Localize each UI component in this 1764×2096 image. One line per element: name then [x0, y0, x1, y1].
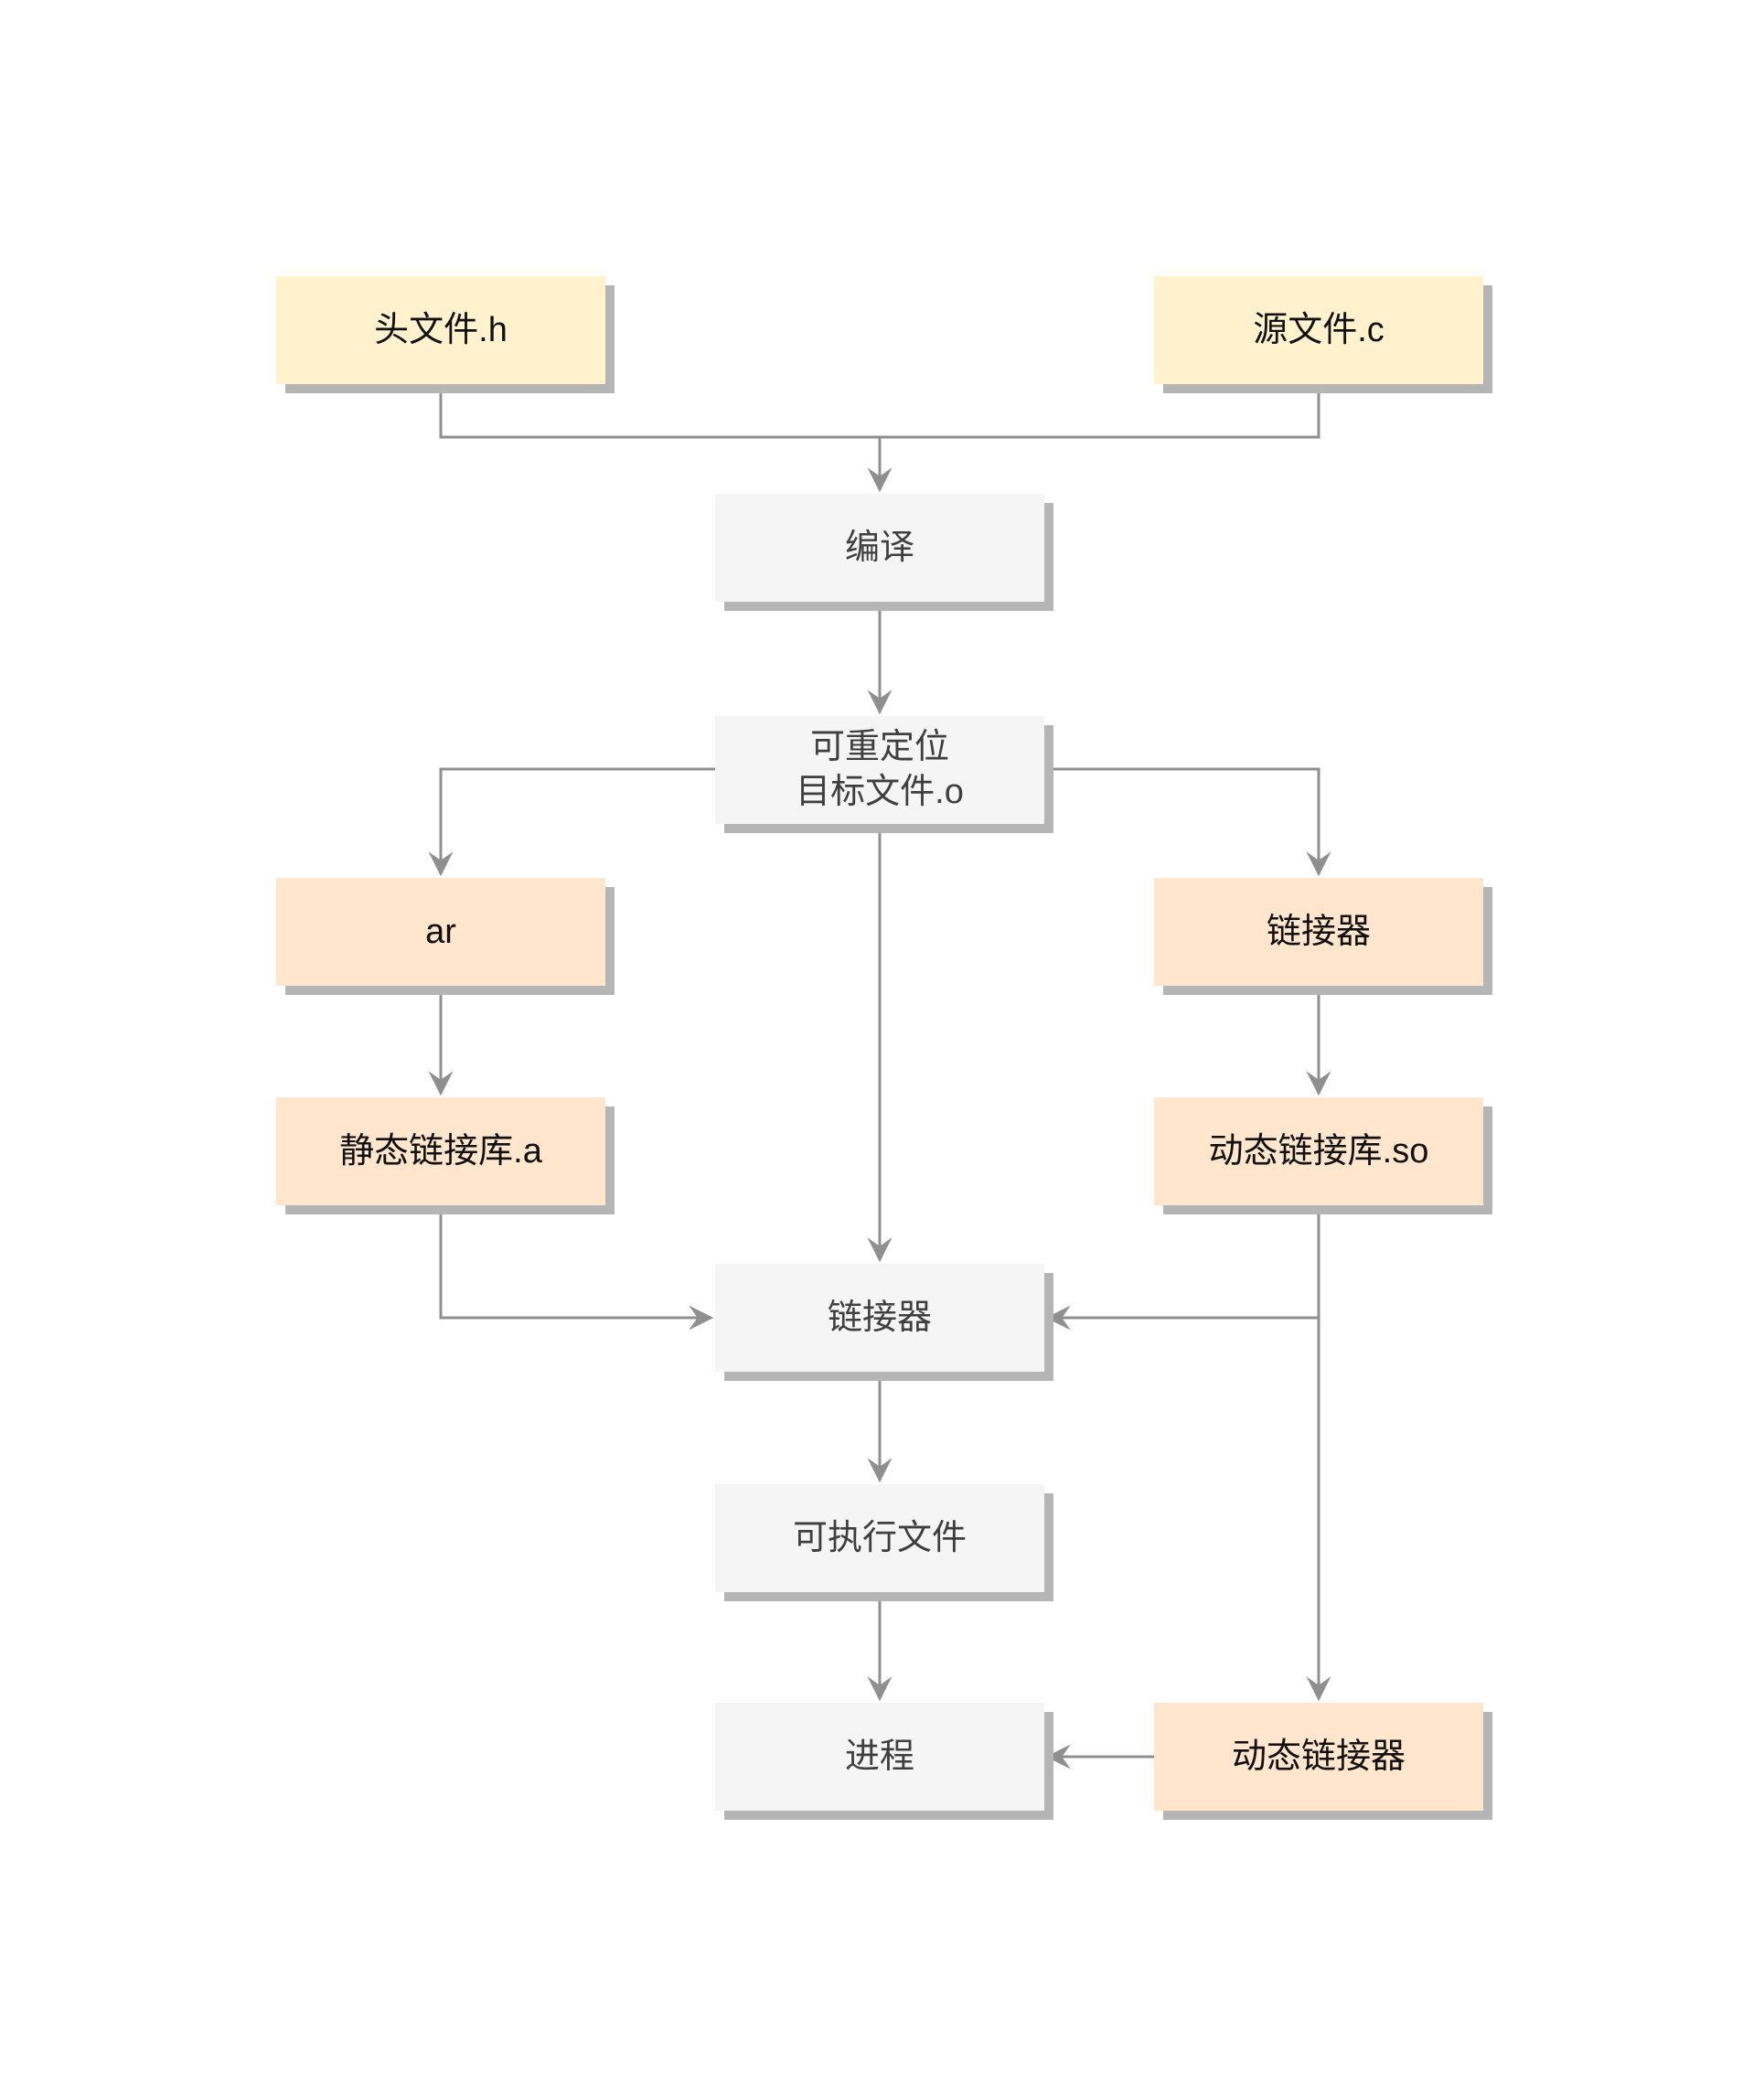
- node-compile-label: 编译: [844, 528, 914, 567]
- node-static-library-label: 静态链接库.a: [339, 1131, 542, 1171]
- edge-relocatable-to-linker-right: [1044, 767, 1331, 877]
- node-relocatable-object: 可重定位 目标文件.o: [715, 716, 1044, 824]
- edge-relocatable-to-ar: [428, 767, 715, 877]
- node-header-file: 头文件.h: [276, 276, 605, 384]
- node-process-label: 进程: [844, 1737, 914, 1776]
- edge-static-library-to-linker-center: [439, 1205, 714, 1331]
- node-header-file-label: 头文件.h: [374, 310, 508, 349]
- edge-header-source-merge: [439, 384, 1320, 439]
- node-executable: 可执行文件: [715, 1484, 1044, 1592]
- node-static-library: 静态链接库.a: [276, 1097, 605, 1205]
- node-executable-label: 可执行文件: [792, 1518, 967, 1557]
- node-dynamic-linker: 动态链接器: [1154, 1703, 1483, 1811]
- node-ar: ar: [276, 878, 605, 986]
- node-dynamic-linker-label: 动态链接器: [1231, 1737, 1406, 1776]
- node-source-file: 源文件.c: [1154, 276, 1483, 384]
- node-source-file-label: 源文件.c: [1253, 310, 1384, 349]
- node-linker-right: 链接器: [1154, 878, 1483, 986]
- node-compile: 编译: [715, 494, 1044, 602]
- node-dynamic-library: 动态链接库.so: [1154, 1097, 1483, 1205]
- node-linker-center: 链接器: [715, 1264, 1044, 1372]
- node-process: 进程: [715, 1703, 1044, 1811]
- node-ar-label: ar: [425, 912, 456, 951]
- node-relocatable-object-label: 可重定位 目标文件.o: [796, 728, 964, 811]
- node-linker-center-label: 链接器: [827, 1298, 932, 1337]
- node-dynamic-library-label: 动态链接库.so: [1208, 1131, 1429, 1171]
- node-linker-right-label: 链接器: [1266, 912, 1371, 951]
